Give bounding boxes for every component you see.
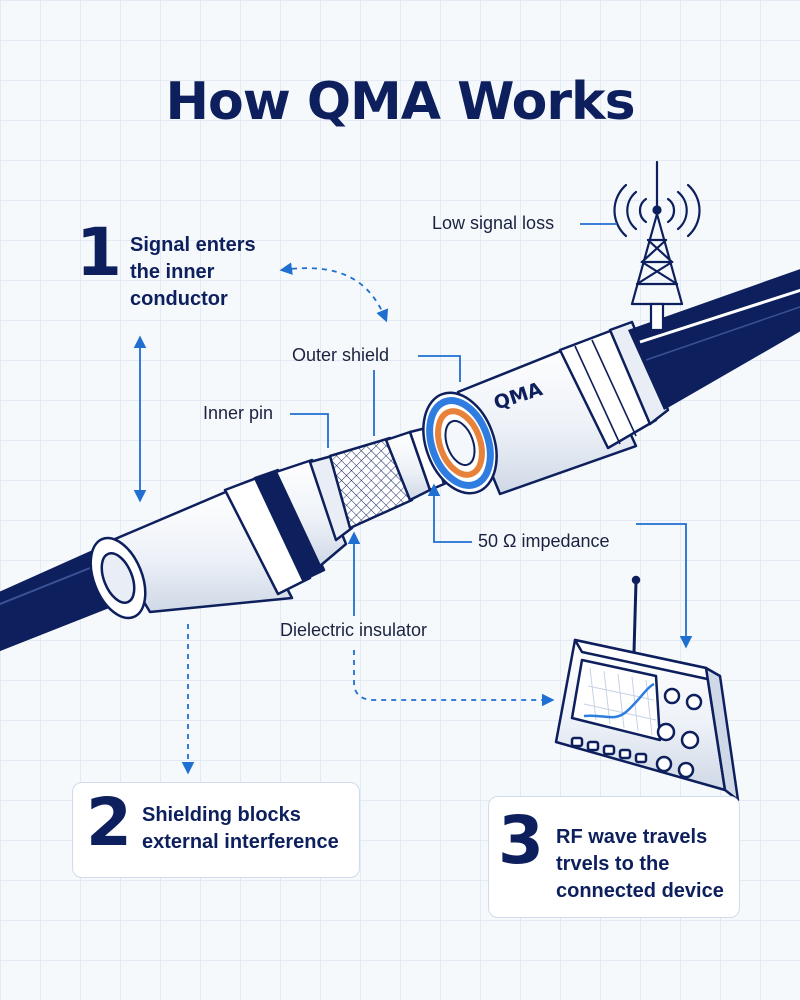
step-3-text-line3: connected device [556,880,724,902]
step-1-text-line1: Signal enters [130,234,256,256]
label-dielectric: Dielectric insulator [280,620,428,640]
step-3-text: RF wave travels trvels to the connected … [556,824,724,905]
rf-analyzer-device-icon [554,575,740,802]
left-connector-body [89,454,354,620]
step-1-number: 1 [76,214,122,291]
step-1-text: Signal enters the inner conductor [130,232,256,313]
step-1-text-line3: conductor [130,288,228,310]
page-title: How QMA Works [165,72,635,132]
arrow-impedance-down [636,523,693,649]
leader-outer-shield [418,355,461,382]
step-3-text-line2: trvels to the [556,853,670,875]
step-2-card [72,782,360,878]
step-1-text-line2: the inner [130,261,215,283]
label-impedance: 50 Ω impedance [478,531,610,551]
step-3-number: 3 [498,802,544,879]
label-outer-shield: Outer shield [292,345,390,365]
output-cable [628,269,800,410]
step-2-text-line1: Shielding blocks [142,804,301,826]
label-low-signal-loss: Low signal loss [432,213,555,233]
step-3-text-line1: RF wave travels [556,826,708,848]
radio-tower-icon [613,160,701,332]
step-3-card [488,796,740,918]
leader-inner-pin [290,413,329,448]
step-2-number: 2 [86,784,132,861]
step-2-text: Shielding blocks external interference [142,802,339,856]
arrow-impedance-up [427,483,472,543]
leader-lines [133,223,693,775]
label-inner-pin: Inner pin [203,403,274,423]
step-2-text-line2: external interference [142,831,339,853]
arrow-step1-curve [279,262,389,323]
qma-connector-head [422,320,670,496]
arrow-dielectric-to-device [353,650,555,707]
